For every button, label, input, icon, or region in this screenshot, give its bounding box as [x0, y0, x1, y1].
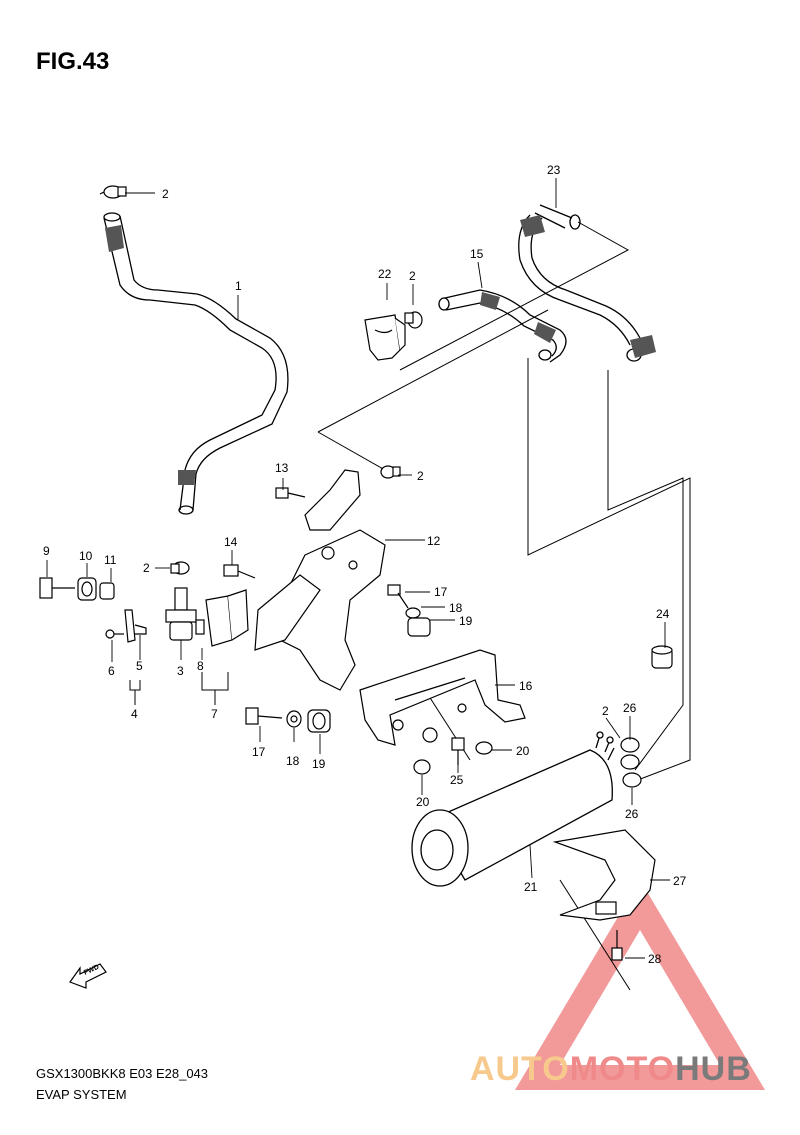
clamp-part-2-b	[404, 311, 423, 329]
callout-18-lower: 18	[286, 754, 300, 768]
callout-20-lower: 20	[416, 795, 430, 809]
bracket-part-12	[254, 469, 386, 691]
bracket-part-5	[124, 609, 147, 643]
callout-2-left: 2	[143, 561, 150, 575]
screw-part-28	[611, 930, 623, 961]
callout-18-upper: 18	[449, 601, 463, 615]
callout-26-upper: 26	[623, 701, 637, 715]
fwd-arrow-icon: FWD	[69, 963, 107, 989]
watermark-triangle	[515, 880, 765, 1090]
bolt-part-9	[39, 577, 75, 599]
clamp-part-2-top	[99, 185, 127, 199]
clamp-part-2-left	[170, 561, 190, 575]
callout-15: 15	[470, 247, 484, 261]
holder-part-22	[364, 314, 406, 361]
collar-part-11	[99, 582, 115, 600]
bolt-part-17-lower	[245, 707, 283, 725]
watermark-logo: AUTOMOTOHUB	[470, 1050, 752, 1089]
callout-2-b: 2	[409, 269, 416, 283]
callout-23: 23	[547, 163, 561, 177]
callout-2-top: 2	[162, 187, 169, 201]
figure-title: FIG.43	[36, 48, 110, 75]
callout-6: 6	[108, 664, 115, 678]
callout-24: 24	[656, 607, 670, 621]
washer-part-18-lower	[286, 710, 302, 728]
callout-11: 11	[104, 553, 117, 567]
valve-part-3	[165, 587, 197, 641]
hose-23-mesh	[520, 215, 656, 358]
watermark-part2: MOTO	[569, 1050, 676, 1088]
callout-8: 8	[197, 659, 204, 673]
callout-14: 14	[224, 535, 238, 549]
callout-labels: 2 1 22 2 15 23 13 2 12 9 10 11 2 14 17 1…	[43, 163, 687, 966]
screw-part-6	[105, 629, 124, 639]
callout-3: 3	[177, 664, 184, 678]
cushion-part-19-lower	[307, 709, 331, 733]
hose-part-24	[651, 645, 673, 669]
hose-part-1	[103, 212, 289, 515]
section-name: EVAP SYSTEM	[36, 1087, 127, 1102]
callout-1: 1	[235, 279, 242, 293]
callout-20-right: 20	[516, 744, 530, 758]
callout-28: 28	[648, 952, 662, 966]
callout-2-mid: 2	[417, 469, 424, 483]
bolt-part-25	[451, 737, 465, 765]
bolt-part-14	[223, 564, 256, 579]
watermark-part3: HUB	[675, 1050, 752, 1088]
collar-part-20	[413, 741, 493, 775]
routing-lines	[317, 221, 691, 991]
bracket-part-16	[359, 649, 526, 746]
callout-5: 5	[136, 659, 143, 673]
callout-21: 21	[524, 880, 538, 894]
bracket-part-27	[552, 829, 656, 921]
callout-22: 22	[378, 267, 392, 281]
clamp-part-2-mid	[380, 465, 401, 479]
canister-part-21	[411, 731, 615, 887]
watermark-part1: AUTO	[470, 1050, 570, 1088]
bolt-part-17-upper	[387, 584, 409, 609]
cushion-part-10	[77, 577, 97, 601]
callout-9: 9	[43, 544, 50, 558]
callout-17-upper: 17	[434, 585, 448, 599]
bracket-part-8	[195, 589, 249, 647]
callout-7: 7	[211, 707, 218, 721]
washer-part-18-upper	[405, 607, 421, 619]
callout-13: 13	[275, 461, 289, 475]
callout-16: 16	[519, 679, 533, 693]
callout-27: 27	[673, 874, 687, 888]
callout-4: 4	[131, 707, 138, 721]
hose-15-mesh	[480, 292, 556, 343]
callout-19-upper: 19	[459, 614, 473, 628]
hose-1-mesh-top	[105, 225, 196, 485]
callout-10: 10	[79, 549, 93, 563]
cushion-part-19-upper	[407, 617, 431, 637]
callout-12: 12	[427, 534, 441, 548]
callout-2-canister: 2	[602, 704, 609, 718]
group-brackets	[129, 672, 229, 705]
clamps-part-26	[620, 737, 642, 788]
callout-25: 25	[450, 773, 464, 787]
callout-leaders	[46, 178, 670, 959]
callout-19-lower: 19	[312, 757, 326, 771]
callout-17-lower: 17	[252, 745, 266, 759]
callout-26-lower: 26	[625, 807, 639, 821]
model-code: GSX1300BKK8 E03 E28_043	[36, 1066, 209, 1081]
bolt-part-13	[275, 487, 306, 499]
